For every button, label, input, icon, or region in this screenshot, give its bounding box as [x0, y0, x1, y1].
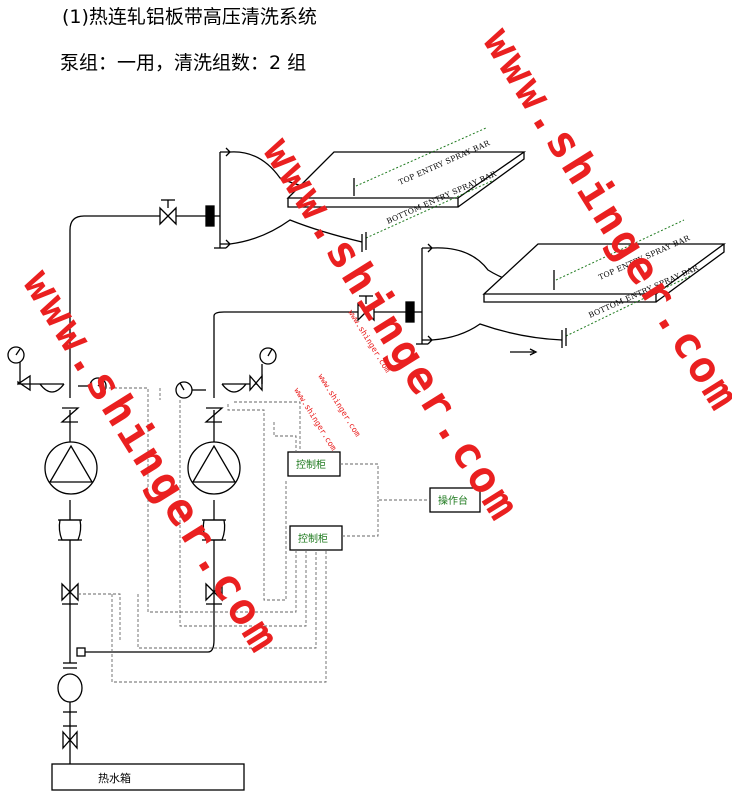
- hot-water-tank: [51, 763, 245, 791]
- control-cabinet-1-box: [287, 451, 341, 477]
- left-pump: [44, 441, 98, 495]
- control-cabinet-1-label: 控制柜: [296, 458, 326, 471]
- operation-panel-box: [429, 487, 481, 513]
- strip1-valve: [159, 206, 177, 226]
- watermark: www.shinger.com: [473, 19, 732, 421]
- left-inlet-valve: [61, 582, 79, 602]
- strip2-valve: [357, 302, 375, 322]
- right-inlet-valve: [205, 582, 223, 602]
- filter: [57, 673, 83, 703]
- signal-wiring: [78, 387, 430, 683]
- page-title: (1)热连轧铝板带高压清洗系统: [62, 6, 317, 28]
- left-flex-joint: [58, 519, 82, 541]
- operation-panel-label: 操作台: [438, 494, 468, 507]
- hot-water-tank-label: 热水箱: [98, 771, 131, 785]
- control-cabinet-2-label: 控制柜: [298, 532, 328, 545]
- tank-outlet-valve: [62, 730, 78, 750]
- page-subtitle: 泵组：一用，清洗组数：2 组: [60, 52, 307, 74]
- control-cabinet-2-box: [289, 525, 343, 551]
